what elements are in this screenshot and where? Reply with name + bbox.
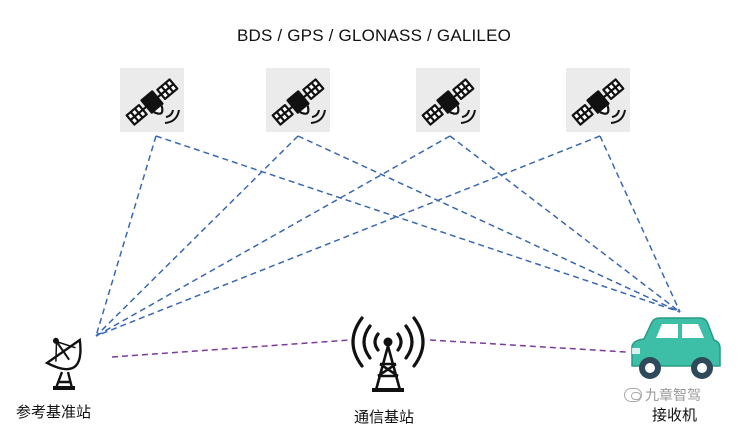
receiver-label: 接收机 [652,406,698,424]
satellite-icon [118,66,186,134]
satellite-icon [564,66,632,134]
satellite-icon [264,66,332,134]
watermark-text: 九章智驾 [645,388,701,404]
radio-tower-icon [351,316,425,392]
satellite-link-line [95,135,299,337]
diagram-title: BDS / GPS / GLONASS / GALILEO [236,26,512,45]
dish-antenna-icon [44,337,82,390]
satellite-link-line [95,135,157,337]
communication-station-label: 通信基站 [354,408,415,426]
ground-link-line [429,339,627,353]
satellite-link-line [297,135,681,313]
satellite-link-line [155,135,681,313]
ground-link-line [111,339,351,358]
chat-bubble-icon [624,388,642,402]
watermark: 九章智驾 [624,385,701,405]
satellite-link-line [449,135,681,313]
satellite-link-line [95,135,601,337]
satellite-link-line [599,135,681,313]
car-icon [631,317,721,379]
satellite-icon [414,66,482,134]
satellite-link-line [95,135,451,337]
reference-station-label: 参考基准站 [16,403,92,421]
